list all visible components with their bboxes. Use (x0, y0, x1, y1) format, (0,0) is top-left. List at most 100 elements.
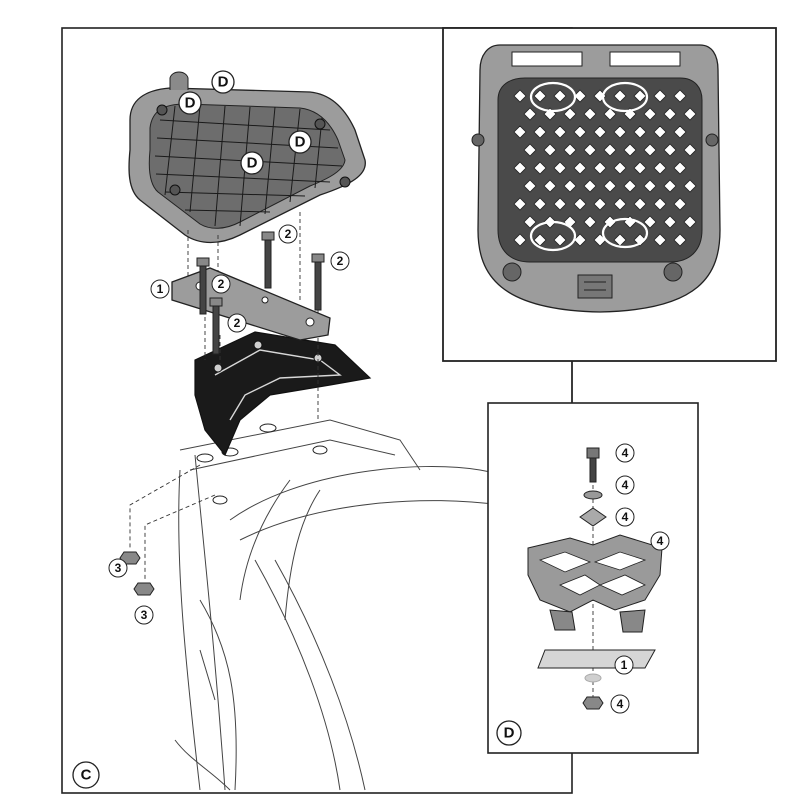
grid-cell (683, 143, 697, 157)
grid-cell (513, 197, 527, 211)
grid-cell (583, 107, 597, 121)
highlight-ellipse (529, 220, 577, 252)
highlight-ellipse (601, 217, 649, 249)
grid-cell (643, 143, 657, 157)
panel-c-badge (72, 761, 100, 789)
highlight-ellipse (529, 81, 577, 113)
grid-cell (623, 143, 637, 157)
grid-cell (633, 161, 647, 175)
grid-cell (603, 107, 617, 121)
grid-cell (663, 215, 677, 229)
grid-cell (573, 161, 587, 175)
panel-c-letter: C (81, 767, 92, 784)
grid-cell (533, 233, 547, 247)
grid-cell (663, 107, 677, 121)
grid-cell (673, 233, 687, 247)
grid-cell (553, 161, 567, 175)
grid-cell (683, 215, 697, 229)
grid-cell (683, 179, 697, 193)
grid-cell (543, 143, 557, 157)
detail-nut (582, 696, 604, 710)
grid-cell (533, 197, 547, 211)
grid-cell (583, 143, 597, 157)
grid-cell (663, 143, 677, 157)
grid-cell (683, 107, 697, 121)
grid-cell (523, 107, 537, 121)
callout-screw: 2 (218, 277, 225, 291)
callout-hardware: 4 (617, 697, 624, 711)
grid-cell (603, 179, 617, 193)
grid-cell (673, 125, 687, 139)
detail-plate (537, 649, 656, 669)
nuts (119, 551, 155, 596)
grid-cell (513, 233, 527, 247)
detail-panel: 4 4 4 4 1 4 D (487, 402, 699, 754)
grid-cell (533, 125, 547, 139)
callout-screw: 2 (337, 254, 344, 268)
callout-d: D (295, 134, 306, 151)
grid-cell (633, 125, 647, 139)
grid-cell (513, 161, 527, 175)
grid-cell (573, 233, 587, 247)
grid-cell (523, 215, 537, 229)
grid-cell (573, 89, 587, 103)
grid-cell (573, 125, 587, 139)
grid-cell (673, 197, 687, 211)
detail-bolt (586, 447, 600, 483)
grid-cell (573, 197, 587, 211)
panel-d-badge (496, 720, 522, 746)
grid-cell (563, 107, 577, 121)
grid-cell (613, 125, 627, 139)
grid-cell (543, 179, 557, 193)
callout-screw: 2 (234, 316, 241, 330)
callout-hardware: 4 (622, 478, 629, 492)
grid-cell (533, 161, 547, 175)
grid-cell (613, 161, 627, 175)
callout-hardware: 4 (622, 446, 629, 460)
callout-d: D (247, 155, 258, 172)
panel-d-letter: D (504, 725, 515, 742)
grid-cell (523, 179, 537, 193)
screw (311, 253, 325, 311)
detail-washer-lower (584, 673, 602, 683)
grid-cell (563, 179, 577, 193)
grid-cell (603, 143, 617, 157)
screw (209, 297, 223, 355)
main-number-callouts: 1 2 2 2 2 3 3 (108, 224, 350, 625)
rear-rack (194, 331, 372, 457)
callout-d: D (218, 74, 229, 91)
grid-cell (533, 89, 547, 103)
grid-cell (643, 215, 657, 229)
grid-cell (633, 233, 647, 247)
callout-nut: 3 (115, 561, 122, 575)
grid-cell (643, 107, 657, 121)
grid-cell (553, 233, 567, 247)
grid-cell (663, 179, 677, 193)
grid-cell (553, 197, 567, 211)
grid-cell (583, 215, 597, 229)
detail-grid-section (527, 534, 663, 633)
callout-screw: 2 (285, 227, 292, 241)
grid-cell (553, 89, 567, 103)
grid-cell (653, 125, 667, 139)
grid-cell (653, 233, 667, 247)
grid-cell (513, 125, 527, 139)
grid-cell (613, 89, 627, 103)
detail-number-callouts: 4 4 4 4 1 4 (610, 443, 670, 714)
grid-cell (653, 197, 667, 211)
detail-washer (583, 490, 603, 500)
grid-cell (553, 125, 567, 139)
nut (133, 582, 155, 596)
grid-cell (593, 161, 607, 175)
grid-cell (673, 89, 687, 103)
scooter-body (174, 419, 573, 791)
grid-cell (623, 179, 637, 193)
plate-underside-inset (442, 27, 777, 402)
screws (196, 231, 325, 355)
callout-d: D (185, 95, 196, 112)
grid-cell (563, 143, 577, 157)
callout-bracket: 1 (157, 282, 164, 296)
plate-d-callouts: D D D D (178, 70, 312, 175)
grid-cell (673, 161, 687, 175)
